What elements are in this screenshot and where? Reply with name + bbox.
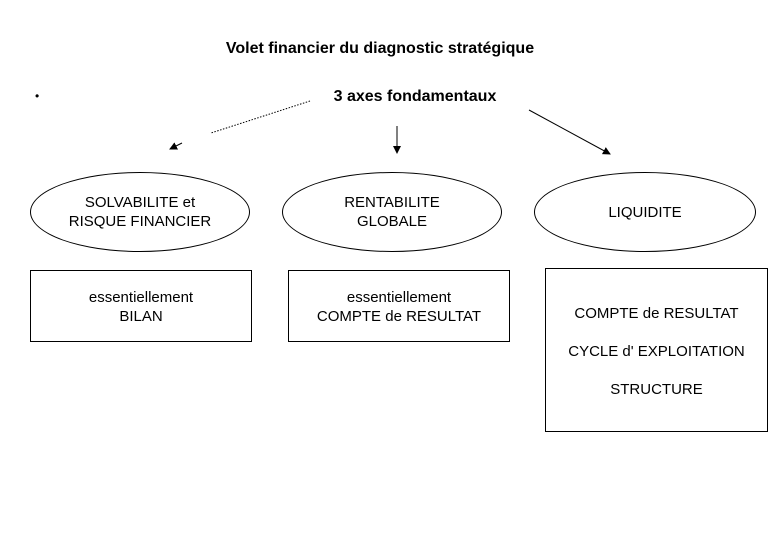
arrow-right bbox=[528, 109, 611, 155]
axis-ellipse-rentabilite: RENTABILITE GLOBALE bbox=[282, 172, 502, 252]
arrow-left bbox=[210, 100, 311, 134]
diagram-title: Volet financier du diagnostic stratégiqu… bbox=[225, 40, 535, 57]
arrow-left-head bbox=[169, 142, 183, 150]
axis-label-liquidite: LIQUIDITE bbox=[608, 203, 682, 221]
bullet-marker: • bbox=[35, 89, 40, 103]
axis-label-rentabilite: RENTABILITE GLOBALE bbox=[344, 194, 440, 230]
box-line-structure: STRUCTURE bbox=[610, 381, 703, 398]
box-text-solvabilite: essentiellement BILAN bbox=[88, 289, 194, 325]
box-text-rentabilite: essentiellement COMPTE de RESULTAT bbox=[316, 289, 482, 325]
axis-box-liquidite: COMPTE de RESULTAT CYCLE d' EXPLOITATION… bbox=[545, 268, 768, 432]
axes-subtitle: 3 axes fondamentaux bbox=[333, 88, 497, 105]
axis-ellipse-liquidite: LIQUIDITE bbox=[534, 172, 756, 252]
axis-box-solvabilite: essentiellement BILAN bbox=[30, 270, 252, 342]
axis-label-solvabilite: SOLVABILITE et RISQUE FINANCIER bbox=[68, 194, 212, 230]
axis-box-rentabilite: essentiellement COMPTE de RESULTAT bbox=[288, 270, 510, 342]
box-line-cycle-exploitation: CYCLE d' EXPLOITATION bbox=[568, 343, 745, 360]
box-line-compte-resultat: COMPTE de RESULTAT bbox=[574, 305, 739, 322]
axis-ellipse-solvabilite: SOLVABILITE et RISQUE FINANCIER bbox=[30, 172, 250, 252]
